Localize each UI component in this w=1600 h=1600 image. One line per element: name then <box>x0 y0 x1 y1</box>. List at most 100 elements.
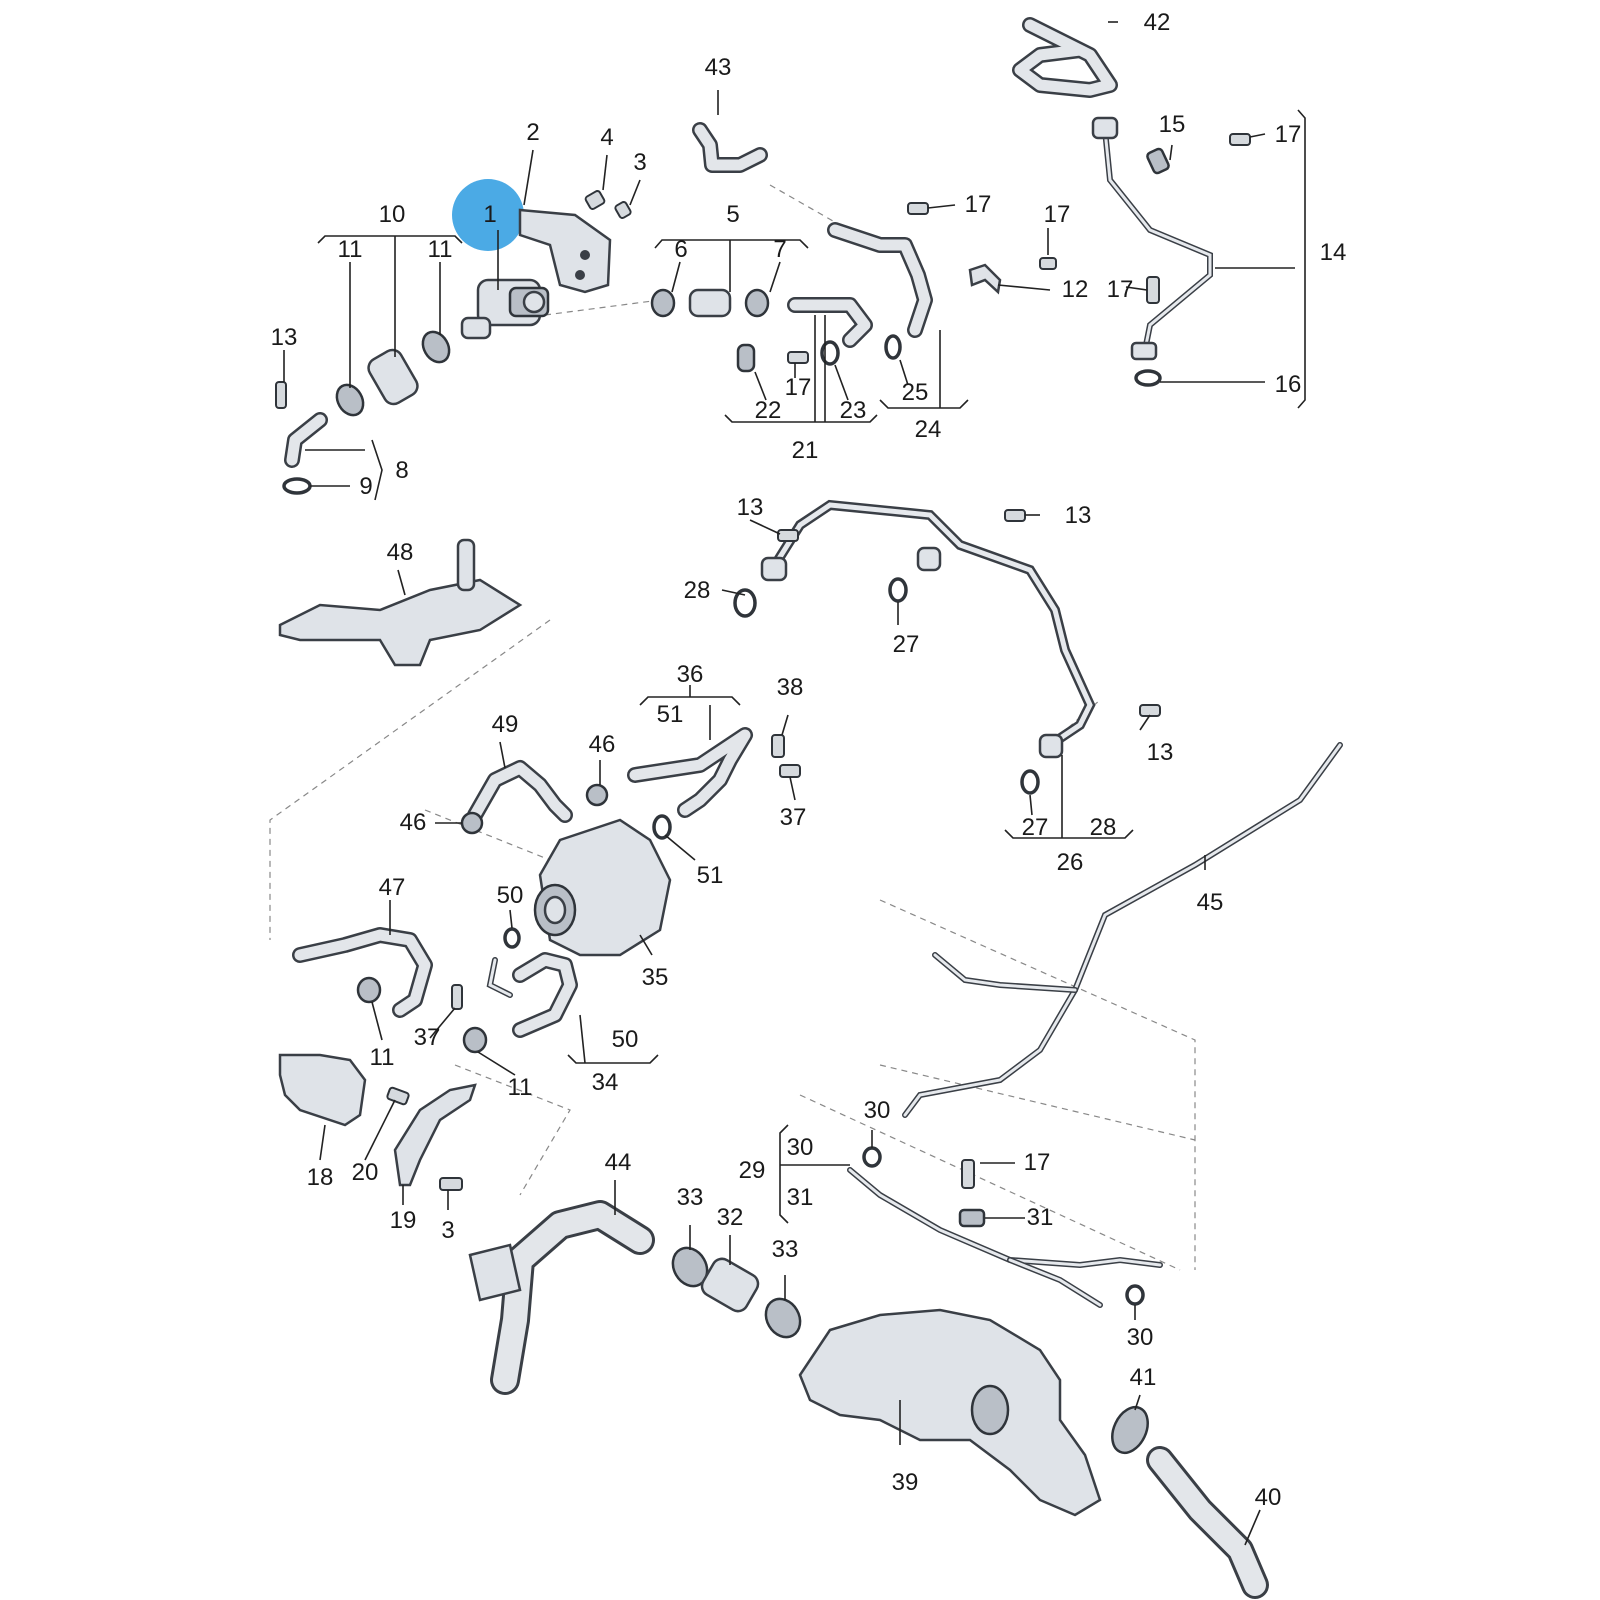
part-50-pipe[interactable] <box>486 957 513 998</box>
part-17-bolt-b[interactable] <box>1039 257 1057 270</box>
part-15-clip[interactable] <box>1146 147 1170 175</box>
callout-1: 1 <box>483 201 496 228</box>
part-49-hose[interactable] <box>467 760 573 823</box>
part-46-clamp-a[interactable] <box>460 811 484 835</box>
callout-47: 47 <box>379 874 406 901</box>
part-9-o-ring[interactable] <box>282 477 312 495</box>
part-11-clamp-a[interactable] <box>418 327 455 367</box>
part-19-bracket[interactable] <box>393 1083 477 1187</box>
callout-43: 43 <box>705 54 732 81</box>
callout-11: 11 <box>370 1044 395 1071</box>
part-41-clamp[interactable] <box>1105 1401 1154 1458</box>
part-51-o-ring-a[interactable] <box>652 814 672 840</box>
part-17-bolt-e[interactable] <box>787 351 809 364</box>
part-32-sleeve[interactable] <box>698 1255 761 1315</box>
part-27-o-ring-b[interactable] <box>1020 769 1040 795</box>
callout-35: 35 <box>642 964 669 991</box>
part-44-pipe[interactable] <box>468 1200 655 1395</box>
callout-30: 30 <box>1127 1324 1154 1351</box>
part-6-clamp[interactable] <box>650 288 676 318</box>
callout-38: 38 <box>777 674 804 701</box>
part-34-hose[interactable] <box>512 952 578 1038</box>
part-1-auxiliary-water-pump[interactable] <box>452 179 550 340</box>
part-36-pipe[interactable] <box>627 727 753 818</box>
part-13-bolt-c[interactable] <box>1004 509 1026 522</box>
callout-37: 37 <box>414 1024 441 1051</box>
callout-41: 41 <box>1130 1364 1157 1391</box>
part-42-hose[interactable] <box>1012 17 1118 98</box>
part-33-clamp-b[interactable] <box>759 1293 807 1344</box>
part-22-clip[interactable] <box>736 343 756 373</box>
part-48-coolant-flange[interactable] <box>278 538 523 667</box>
part-45-line-assembly[interactable] <box>902 742 1343 1118</box>
callout-4: 4 <box>600 124 613 151</box>
part-40-hose[interactable] <box>1146 1446 1269 1599</box>
part-29-line[interactable] <box>847 1167 1163 1308</box>
callout-6: 6 <box>674 236 687 263</box>
part-17-bolt-a[interactable] <box>907 202 929 215</box>
part-8-connector[interactable] <box>284 412 328 468</box>
part-11-clamp-c[interactable] <box>356 976 382 1004</box>
callout-28: 28 <box>684 577 711 604</box>
part-21-hose[interactable] <box>787 297 873 348</box>
part-18-housing[interactable] <box>278 1053 367 1127</box>
part-46-clamp-b[interactable] <box>585 783 609 807</box>
callout-17: 17 <box>1275 121 1302 148</box>
part-16-o-ring[interactable] <box>1134 369 1162 387</box>
part-31-clip[interactable] <box>958 1208 986 1228</box>
part-50-o-ring[interactable] <box>503 927 521 949</box>
callout-labels: 1 2 4 3 10 11 11 13 8 9 5 6 7 43 17 17 1… <box>271 9 1347 1511</box>
part-11-clamp-b[interactable] <box>332 380 369 420</box>
part-13-bolt-d[interactable] <box>1139 704 1161 717</box>
assembly-guide-lines <box>269 184 1196 1271</box>
part-12-bracket[interactable] <box>968 263 1002 295</box>
part-3-bolt[interactable] <box>614 201 632 219</box>
callout-13: 13 <box>737 494 764 521</box>
part-13-bolt-b[interactable] <box>777 529 799 542</box>
callout-37: 37 <box>780 804 807 831</box>
part-30-o-ring-a[interactable] <box>862 1146 882 1168</box>
callout-13: 13 <box>271 324 298 351</box>
part-37-bolt-a[interactable] <box>779 764 801 778</box>
callout-26: 26 <box>1057 849 1084 876</box>
part-39-turbocharger[interactable] <box>798 1308 1102 1517</box>
part-25-o-ring[interactable] <box>884 334 902 360</box>
part-35-alternator[interactable] <box>533 818 672 957</box>
part-7-clamp[interactable] <box>744 288 770 318</box>
callout-31: 31 <box>1027 1204 1054 1231</box>
callout-9: 9 <box>359 473 372 500</box>
part-33-clamp-a[interactable] <box>666 1242 714 1293</box>
part-14-pipe[interactable] <box>1091 116 1213 361</box>
part-17-bolt-lower[interactable] <box>961 1159 975 1189</box>
callout-21: 21 <box>792 437 819 464</box>
part-26-coolant-pipe[interactable] <box>760 499 1096 759</box>
callout-13: 13 <box>1147 739 1174 766</box>
part-24-pipe[interactable] <box>827 222 933 338</box>
callout-31: 31 <box>787 1184 814 1211</box>
part-5-sleeve[interactable] <box>688 288 732 318</box>
part-47-hose[interactable] <box>292 927 433 1018</box>
part-23-o-ring[interactable] <box>820 340 840 366</box>
part-13-bolt-a[interactable] <box>275 381 287 409</box>
part-27-o-ring-a[interactable] <box>888 577 908 603</box>
part-30-o-ring-b[interactable] <box>1125 1284 1145 1306</box>
part-3-bolt-b[interactable] <box>439 1177 463 1191</box>
part-4-bolt[interactable] <box>584 190 606 210</box>
part-11-clamp-d[interactable] <box>462 1026 488 1054</box>
part-28-o-ring-a[interactable] <box>733 588 757 618</box>
callout-28: 28 <box>1090 814 1117 841</box>
callout-34: 34 <box>592 1069 619 1096</box>
callout-25: 25 <box>902 379 929 406</box>
part-37-bolt-b[interactable] <box>451 984 463 1010</box>
part-20-bolt[interactable] <box>386 1086 410 1106</box>
callout-48: 48 <box>387 539 414 566</box>
part-17-bolt-c[interactable] <box>1146 276 1160 304</box>
part-10-hose[interactable] <box>365 346 421 407</box>
part-38-bolt[interactable] <box>771 734 785 758</box>
part-2-pump-bracket[interactable] <box>518 208 612 294</box>
callout-14: 14 <box>1320 239 1347 266</box>
part-17-bolt-d[interactable] <box>1229 133 1251 146</box>
part-43-hose[interactable] <box>692 122 768 173</box>
callout-13: 13 <box>1065 502 1092 529</box>
